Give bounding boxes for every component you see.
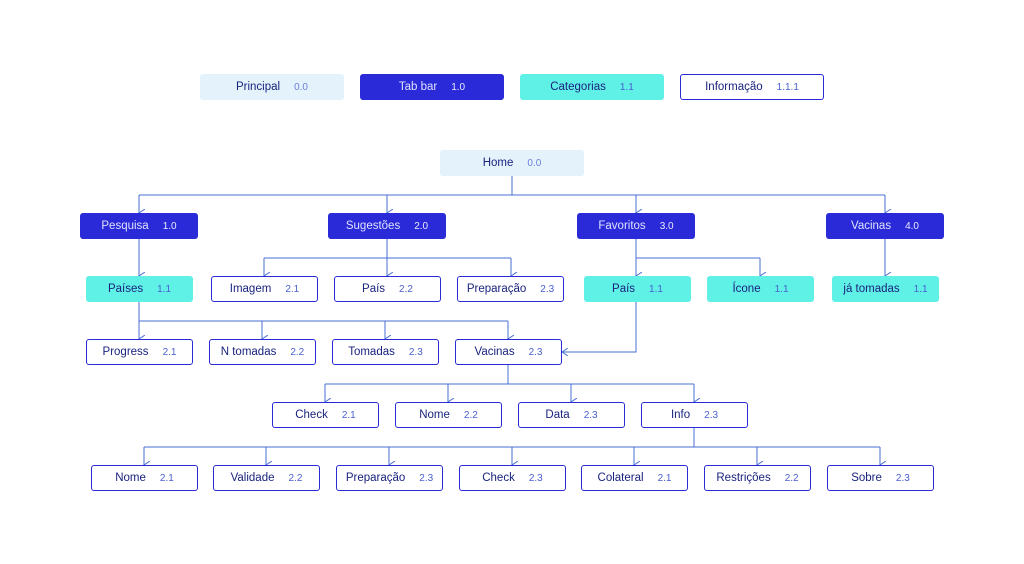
node-label: País [612,283,636,295]
node-pais-sugestoes: País 2.2 [334,276,441,302]
node-label: Validade [230,472,275,484]
node-code: 2.0 [414,220,429,232]
node-code: 2.1 [162,346,177,358]
node-label: Imagem [229,283,272,295]
node-code: 2.3 [540,283,555,295]
node-code: 2.2 [290,346,305,358]
node-code: 1.1 [157,283,172,295]
node-validade: Validade 2.2 [213,465,320,491]
node-tab-pesquisa: Pesquisa 1.0 [80,213,198,239]
node-label: Sugestões [345,220,401,232]
node-imagem: Imagem 2.1 [211,276,318,302]
node-preparacao: Preparação 2.3 [457,276,564,302]
node-code: 1.1.1 [776,81,799,93]
node-code: 2.3 [528,472,543,484]
node-code: 2.3 [895,472,910,484]
node-n-tomadas: N tomadas 2.2 [209,339,316,365]
node-code: 1.0 [162,220,177,232]
node-code: 2.2 [288,472,303,484]
node-pais-favoritos: País 1.1 [584,276,691,302]
node-tab-vacinas: Vacinas 4.0 [826,213,944,239]
node-label: Preparação [466,283,527,295]
node-label: Info [670,409,691,421]
node-code: 2.3 [408,346,423,358]
node-label: Tomadas [348,346,395,358]
node-code: 2.1 [159,472,174,484]
node-label: Restrições [716,472,771,484]
node-colateral: Colateral 2.1 [581,465,688,491]
legend-tab-bar: Tab bar 1.0 [360,74,504,100]
node-vacinas: Vacinas 2.3 [455,339,562,365]
node-label: Colateral [597,472,644,484]
node-home: Home 0.0 [440,150,584,176]
node-code: 2.1 [285,283,300,295]
node-code: 2.1 [341,409,356,421]
node-label: Home [482,157,514,169]
node-code: 4.0 [905,220,919,232]
node-paises: Países 1.1 [86,276,193,302]
node-label: N tomadas [220,346,277,358]
node-progress: Progress 2.1 [86,339,193,365]
node-code: 2.3 [528,346,543,358]
node-info-preparacao: Preparação 2.3 [336,465,443,491]
node-label: Check [295,409,328,421]
node-label: Países [107,283,144,295]
legend-informacao: Informação 1.1.1 [680,74,824,100]
node-info: Info 2.3 [641,402,748,428]
node-restricoes: Restrições 2.2 [704,465,811,491]
node-label: Nome [419,409,450,421]
node-label: Ícone [732,283,761,295]
node-code: 2.2 [463,409,478,421]
node-code: 1.1 [774,283,789,295]
node-code: 2.3 [583,409,598,421]
node-label: já tomadas [843,283,900,295]
node-info-nome: Nome 2.1 [91,465,198,491]
node-check: Check 2.1 [272,402,379,428]
node-code: 1.1 [913,283,928,295]
node-tomadas: Tomadas 2.3 [332,339,439,365]
node-code: 2.3 [704,409,719,421]
node-icone: Ícone 1.1 [707,276,814,302]
node-label: Favoritos [598,220,646,232]
node-label: Categorias [550,81,606,93]
node-label: Progress [102,346,149,358]
node-label: Tab bar [398,81,438,93]
node-label: Data [545,409,570,421]
node-code: 1.0 [451,81,466,93]
node-label: Preparação [345,472,406,484]
node-code: 2.3 [419,472,434,484]
node-code: 0.0 [294,81,308,93]
legend-principal: Principal 0.0 [200,74,344,100]
node-label: Check [482,472,515,484]
node-ja-tomadas: já tomadas 1.1 [832,276,939,302]
node-label: Sobre [851,472,882,484]
node-code: 2.1 [657,472,672,484]
node-tab-sugestoes: Sugestões 2.0 [328,213,446,239]
node-data: Data 2.3 [518,402,625,428]
node-code: 0.0 [527,157,542,169]
node-label: Vacinas [474,346,515,358]
node-tab-favoritos: Favoritos 3.0 [577,213,695,239]
legend-categorias: Categorias 1.1 [520,74,664,100]
node-info-check: Check 2.3 [459,465,566,491]
node-code: 1.1 [619,81,634,93]
node-label: Nome [115,472,146,484]
node-label: Vacinas [851,220,892,232]
node-code: 3.0 [659,220,674,232]
node-nome: Nome 2.2 [395,402,502,428]
node-label: Pesquisa [101,220,149,232]
node-label: Informação [705,81,763,93]
node-code: 1.1 [649,283,663,295]
node-label: Principal [235,81,281,93]
node-code: 2.2 [784,472,799,484]
node-label: País [362,283,386,295]
node-sobre: Sobre 2.3 [827,465,934,491]
node-code: 2.2 [399,283,413,295]
